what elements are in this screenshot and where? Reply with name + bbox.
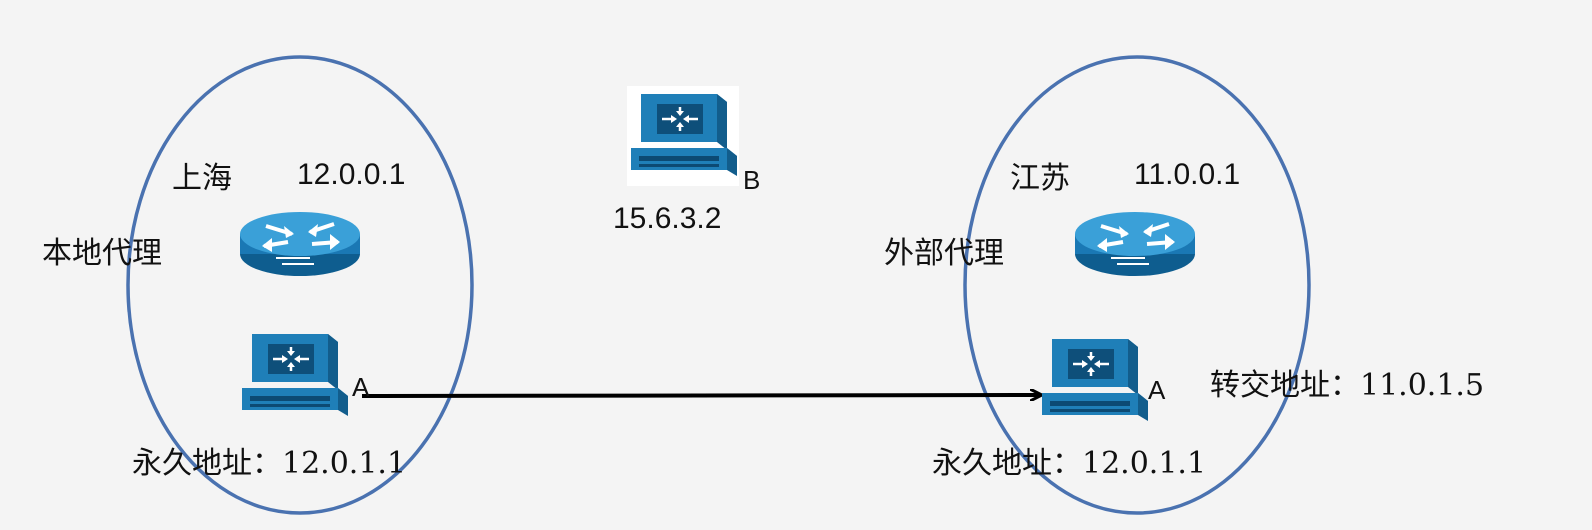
left-router-icon (238, 210, 362, 278)
left-agent-label: 本地代理 (42, 236, 162, 271)
left-network-ellipse (126, 55, 474, 515)
right-network-ellipse (963, 55, 1311, 515)
middle-host-ip: 15.6.3.2 (613, 202, 722, 235)
middle-host-icon (629, 92, 739, 178)
right-host-icon (1040, 337, 1150, 423)
right-host-letter: A (1148, 375, 1166, 405)
care-of-address: 转交地址：11.0.1.5 (1210, 368, 1485, 403)
right-agent-ip: 11.0.0.1 (1134, 158, 1241, 191)
left-host-letter: A (352, 372, 370, 402)
left-permanent-address: 永久地址：12.0.1.1 (132, 446, 407, 481)
middle-host-letter: B (743, 165, 761, 195)
right-agent-label: 外部代理 (884, 236, 1004, 271)
right-router-icon (1073, 210, 1197, 278)
right-permanent-address: 永久地址：12.0.1.1 (932, 446, 1207, 481)
left-agent-ip: 12.0.0.1 (297, 158, 406, 191)
move-arrow (361, 395, 1040, 396)
left-host-icon (240, 332, 350, 418)
left-city-label: 上海 (172, 161, 232, 196)
right-city-label: 江苏 (1010, 161, 1070, 196)
